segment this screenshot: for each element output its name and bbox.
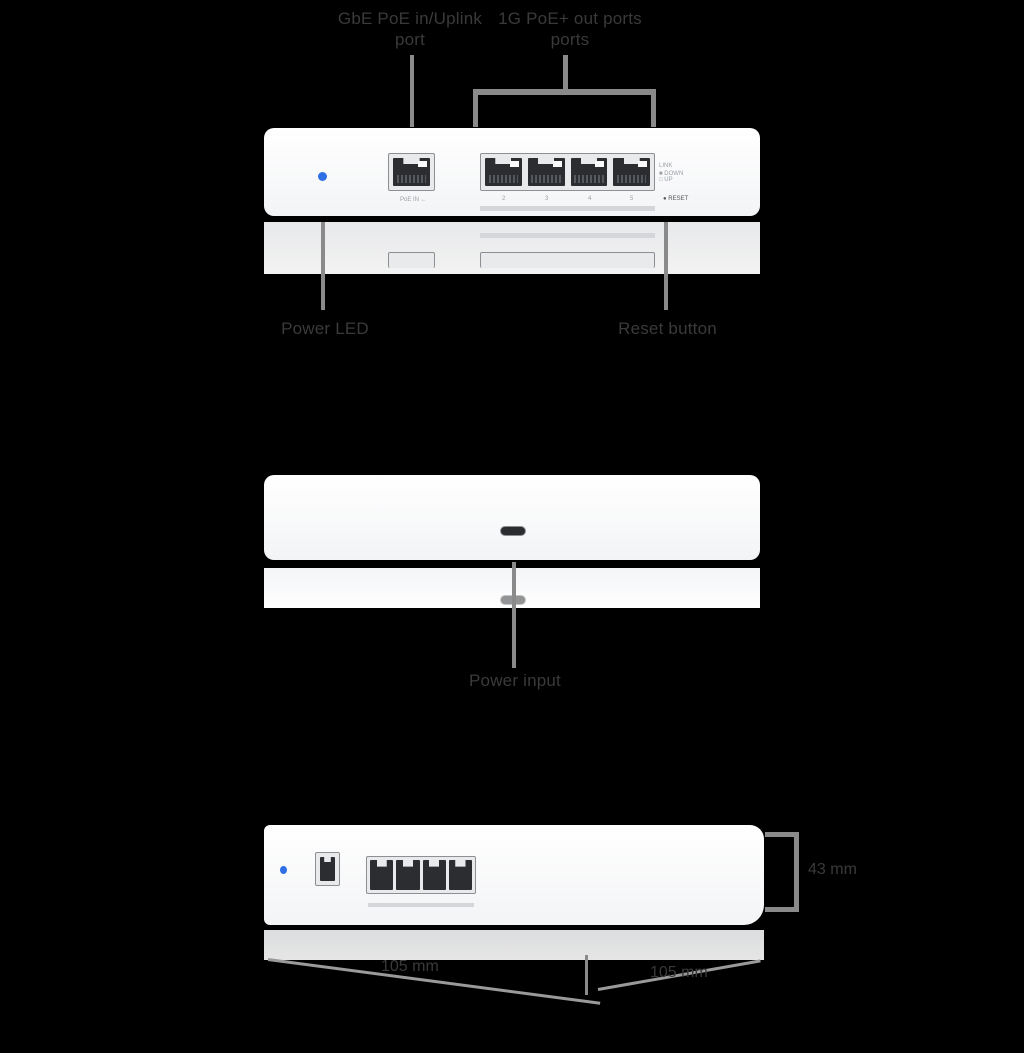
uplink-port-label: PoE IN ← — [400, 197, 427, 203]
dimension-bracket-height-v — [794, 832, 799, 912]
poe-out-port-group-iso — [366, 856, 476, 894]
rj45-port-icon — [448, 860, 472, 890]
reflection-ports — [480, 252, 655, 268]
leader-line-poe-right — [651, 89, 656, 127]
callout-reset-button: Reset button — [618, 319, 717, 338]
port-number: 3 — [545, 196, 549, 202]
leader-line-uplink — [410, 55, 414, 127]
rj45-port-icon — [393, 158, 430, 186]
callout-uplink-port: GbE PoE in/Uplink port — [337, 9, 483, 49]
port-number: 2 — [502, 196, 506, 202]
rj45-port-icon — [485, 158, 522, 186]
dimension-bracket-height — [765, 832, 797, 837]
power-led-icon — [318, 172, 327, 181]
reset-button: ● RESET — [663, 196, 689, 202]
port-number: 5 — [630, 196, 634, 202]
callout-poe-out-ports: 1G PoE+ out ports ports — [498, 9, 642, 49]
rj45-port-icon — [570, 158, 608, 186]
rj45-port-icon — [396, 860, 420, 890]
callout-power-led: Power LED — [281, 319, 369, 338]
rj45-port-icon — [527, 158, 565, 186]
rj45-port-icon — [370, 860, 394, 890]
dimension-height: 43 mm — [808, 861, 857, 878]
port-indicator-bar — [480, 206, 655, 211]
legend-up: □ UP — [659, 177, 673, 183]
usb-c-port-icon — [500, 526, 526, 536]
leader-line-poe-bracket — [473, 89, 656, 95]
port-indicator-bar-iso — [368, 903, 474, 907]
power-led-icon — [280, 866, 287, 874]
device-iso-reflection — [264, 930, 764, 960]
legend-link: LINK — [659, 163, 673, 169]
port-number: 4 — [588, 196, 592, 202]
rj45-port-icon — [320, 857, 335, 881]
uplink-port-iso — [315, 852, 340, 886]
dimension-width: 105 mm — [381, 958, 439, 975]
leader-line-power-led — [321, 222, 325, 310]
reflection-bar — [480, 233, 655, 238]
uplink-port — [388, 153, 435, 191]
legend-down: ■ DOWN — [659, 171, 684, 177]
rj45-port-icon — [613, 158, 650, 186]
device-iso — [264, 825, 764, 925]
device-rear — [264, 475, 760, 560]
dimension-bracket-height-b — [765, 907, 797, 912]
leader-line-reset — [664, 222, 668, 310]
reflection-uplink — [388, 252, 435, 268]
leader-line-poe-stem — [563, 55, 568, 95]
leader-line-poe-left — [473, 89, 478, 127]
poe-out-port-group — [480, 153, 655, 191]
callout-power-input: Power input — [469, 671, 561, 690]
rj45-port-icon — [422, 860, 446, 890]
dimension-corner-tick — [585, 955, 588, 995]
dimension-depth: 105 mm — [650, 964, 708, 981]
leader-line-power-input — [512, 562, 516, 668]
